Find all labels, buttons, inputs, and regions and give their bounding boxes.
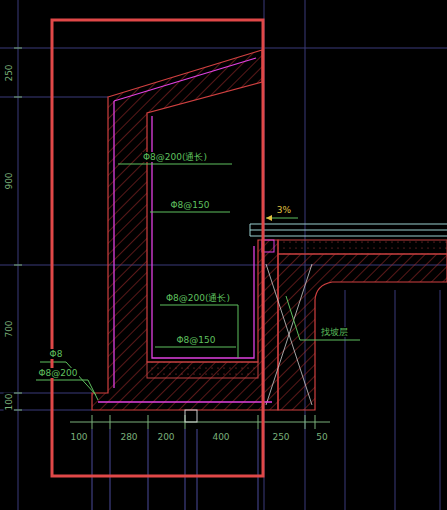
annotation-text: Φ8@150 [176, 335, 217, 345]
dimension-text: 280 [119, 432, 138, 442]
annotation-text: Φ8@200 [38, 368, 79, 378]
dimension-text: 50 [315, 432, 328, 442]
annotation-text: Φ8 [49, 349, 64, 359]
annotation-text: Φ8@200(通长) [142, 152, 208, 162]
dimension-text: 100 [69, 432, 88, 442]
dimension-text: 250 [4, 63, 14, 82]
dimension-text: 100 [4, 392, 14, 411]
dimension-text: 200 [156, 432, 175, 442]
dimension-text: 700 [4, 319, 14, 338]
dimension-text: 400 [211, 432, 230, 442]
annotation-text: 找坡层 [320, 327, 349, 337]
dimension-text: 900 [4, 171, 14, 190]
annotation-text: Φ8@200(通长) [165, 293, 231, 303]
annotation-text: Φ8@150 [170, 200, 211, 210]
dimension-text: 250 [271, 432, 290, 442]
annotation-text: 3% [276, 205, 292, 215]
